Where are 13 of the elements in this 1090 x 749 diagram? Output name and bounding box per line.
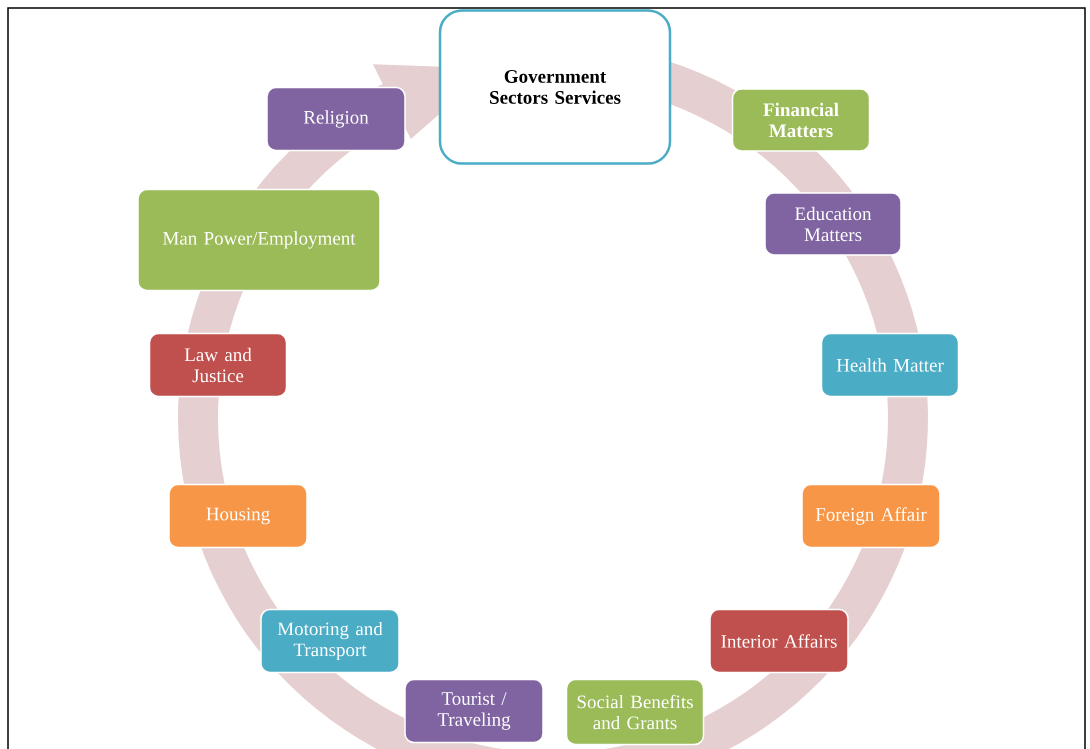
sector-box: Law and Justice [148, 332, 288, 398]
sector-box: Education Matters [764, 192, 902, 256]
sector-box: Interior Affairs [709, 608, 849, 674]
sector-box: Religion [266, 86, 406, 152]
sector-box: Financial Matters [731, 88, 871, 152]
sector-box: Social Benefits and Grants [565, 678, 705, 746]
sector-box: Motoring and Transport [260, 608, 400, 674]
sector-box: Foreign Affair [801, 483, 941, 549]
title-box: Government Sectors Services [438, 9, 672, 165]
sector-box: Tourist / Traveling [404, 678, 544, 744]
sector-box: Man Power/Employment [137, 188, 381, 292]
sector-box: Housing [168, 483, 308, 549]
sector-box: Health Matter [820, 332, 960, 398]
